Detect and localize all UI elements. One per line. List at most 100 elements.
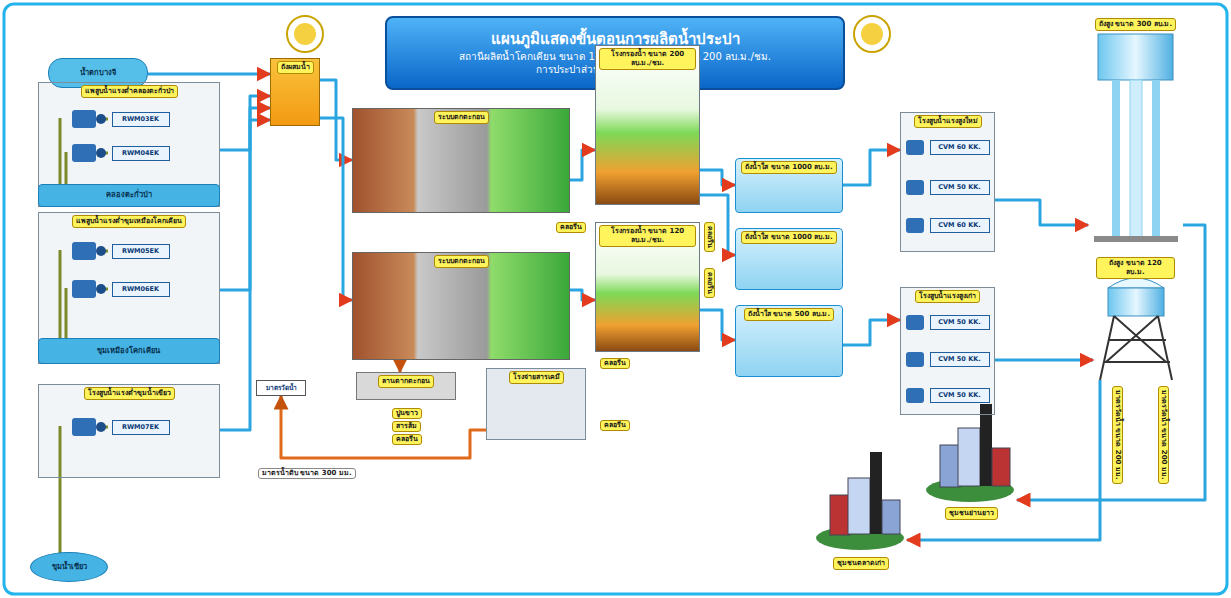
node-text: ชุมชนตลาดเก่า — [833, 557, 889, 570]
pipe-connector — [320, 118, 352, 300]
house-node: โรงสูบน้ำแรงสูงเก่า CVM 50 KK. CVM 50 KK. C… — [900, 287, 995, 415]
node-text: ลานตากตะกอน — [378, 375, 434, 388]
pump-node: RWM03EK — [112, 112, 170, 127]
pipe-connector — [700, 310, 735, 340]
node-text: แพสูบน้ำแรงต่ำขุมเหมืองโคกเคียน — [72, 215, 186, 228]
node-text: มาตรวัดน้ำ — [266, 384, 297, 392]
tower2-node: ถังสูง ขนาด 120 ลบ.ม. — [1093, 255, 1178, 380]
callout-label: คลอรีน — [556, 222, 586, 233]
pipe-connector — [320, 80, 352, 160]
tower-node: ถังสูง ขนาด 300 ลบ.ม. — [1088, 16, 1183, 243]
callout-label: มาตรวัดน้ำ ขนาด 200 มม. — [1158, 386, 1169, 484]
comm-node: ชุมชนตลาดเก่า — [815, 445, 907, 570]
node-text: น้ำตกบางจี — [80, 68, 116, 77]
filter-node: โรงกรองน้ำ ขนาด 120 ลบ.ม./ชม. — [595, 222, 700, 352]
callout-label: คลอรีน — [392, 434, 422, 445]
node-text: คลองตะกั่วป่า — [106, 190, 152, 199]
pipe-connector — [570, 290, 595, 300]
filter-node: โรงกรองน้ำ ขนาด 200 ลบ.ม./ชม. — [595, 45, 700, 205]
water-node: คลองตะกั่วป่า — [38, 184, 220, 207]
pipe-connector — [148, 73, 270, 76]
pipe-connector — [843, 320, 900, 345]
node-text: ถังน้ำใส ขนาด 1000 ลบ.ม. — [741, 231, 836, 244]
node-text: CVM 50 KK. — [938, 183, 980, 191]
node-text: RWM06EK — [122, 285, 159, 293]
house-node: โรงสูบน้ำแรงสูงใหม่ CVM 60 KK. CVM 50 KK. C… — [900, 112, 995, 252]
node-text: โรงกรองน้ำ ขนาด 120 ลบ.ม./ชม. — [599, 225, 696, 247]
house-node: แพสูบน้ำแรงต่ำคลองตะกั่วป่าRWM03EKRWM04E… — [38, 82, 220, 207]
pipe-connector — [220, 96, 270, 150]
pipe-connector — [700, 170, 735, 185]
node-text: ถังสูง ขนาด 120 ลบ.ม. — [1096, 257, 1175, 279]
comm-node: ชุมชนย่านยาว — [925, 400, 1017, 520]
pipe-connector — [907, 380, 1100, 540]
pump-node: RWM05EK — [112, 244, 170, 259]
node-text: RWM03EK — [122, 115, 159, 123]
clear-node: ถังน้ำใส ขนาด 1000 ลบ.ม. — [735, 158, 843, 213]
node-text: ถังน้ำใส ขนาด 500 ลบ.ม. — [744, 308, 834, 321]
pump-node: CVM 50 KK. — [930, 388, 990, 403]
page-frame — [4, 4, 1227, 594]
node-text: โรงสูบน้ำแรงสูงใหม่ — [914, 115, 982, 128]
cloud-node: น้ำตกบางจี — [48, 58, 148, 88]
meter-node: มาตรวัดน้ำ — [256, 380, 306, 396]
clear-node: ถังน้ำใส ขนาด 1000 ลบ.ม. — [735, 228, 843, 290]
clear-node: ถังน้ำใส ขนาด 500 ลบ.ม. — [735, 305, 843, 377]
callout-label: สารส้ม — [392, 421, 421, 432]
node-text: ถังสูง ขนาด 300 ลบ.ม. — [1095, 18, 1176, 31]
callout-label: คลอรีน — [600, 358, 630, 369]
node-text: CVM 50 KK. — [938, 318, 980, 326]
node-text: ถังน้ำใส ขนาด 1000 ลบ.ม. — [741, 161, 836, 174]
node-text: CVM 50 KK. — [938, 355, 980, 363]
pump-node: CVM 50 KK. — [930, 352, 990, 367]
node-text: โรงสูบน้ำแรงต่ำขุมน้ำเขียว — [84, 387, 175, 400]
pipe-connector — [700, 195, 735, 255]
pump-node: RWM04EK — [112, 146, 170, 161]
pipe-connector — [570, 150, 595, 180]
node-text: โรงจ่ายสารเคมี — [509, 371, 564, 384]
pipe-connector — [995, 200, 1088, 225]
node-text: ขุมเหมืองโคกเคียน — [97, 346, 160, 355]
callout-label: คลอรีน — [600, 420, 630, 431]
node-text: CVM 60 KK. — [938, 143, 980, 151]
callout-label: มาตรวัดน้ำ ขนาด 200 มม. — [1112, 386, 1123, 484]
pump-node: CVM 60 KK. — [930, 218, 990, 233]
pipe-connector — [995, 359, 1093, 362]
node-text: ระบบตกตะกอน — [434, 111, 489, 124]
house-node: โรงสูบน้ำแรงต่ำขุมน้ำเขียว RWM07EK — [38, 384, 220, 478]
sed-node: ระบบตกตะกอน — [352, 252, 570, 360]
pump-node: RWM06EK — [112, 282, 170, 297]
elevated-tank — [1094, 34, 1178, 380]
node-text: ถังผสมน้ำ — [277, 61, 314, 74]
callout-label: คลอรีน — [704, 222, 715, 252]
pump-node: CVM 60 KK. — [930, 140, 990, 155]
node-text: ระบบตกตะกอน — [434, 255, 489, 268]
callout-label: คลอรีน — [704, 268, 715, 298]
pipe-connector — [281, 396, 486, 458]
pipe-connector — [1017, 225, 1205, 500]
pump-node: CVM 50 KK. — [930, 315, 990, 330]
node-text: ขุมน้ำเขียว — [52, 562, 87, 571]
callout-label: ปูนขาว — [392, 408, 422, 419]
mix-node: ถังผสมน้ำ — [270, 58, 320, 126]
node-text: CVM 50 KK. — [938, 391, 980, 399]
pipe-connector — [399, 360, 402, 372]
node-text: RWM05EK — [122, 247, 159, 255]
node-text: RWM07EK — [122, 423, 159, 431]
building-fill — [38, 82, 995, 478]
chem-node: โรงจ่ายสารเคมี — [486, 368, 586, 440]
sed-node: ระบบตกตะกอน — [352, 108, 570, 213]
pump-node: RWM07EK — [112, 420, 170, 435]
pump-node: CVM 50 KK. — [930, 180, 990, 195]
pipe-connector — [843, 150, 900, 185]
callout-label: มาตรน้ำดิบ ขนาด 300 มม. — [258, 468, 356, 479]
node-text: RWM04EK — [122, 149, 159, 157]
pond-node: ขุมน้ำเขียว — [30, 552, 108, 582]
house-node: แพสูบน้ำแรงต่ำขุมเหมืองโคกเคียน RWM05EK RW… — [38, 212, 220, 364]
node-text: โรงสูบน้ำแรงสูงเก่า — [915, 290, 980, 303]
node-text: CVM 60 KK. — [938, 221, 980, 229]
pipe-connector — [220, 108, 270, 290]
sludge-node: ลานตากตะกอน — [356, 372, 456, 400]
node-text: ชุมชนย่านยาว — [945, 507, 998, 520]
